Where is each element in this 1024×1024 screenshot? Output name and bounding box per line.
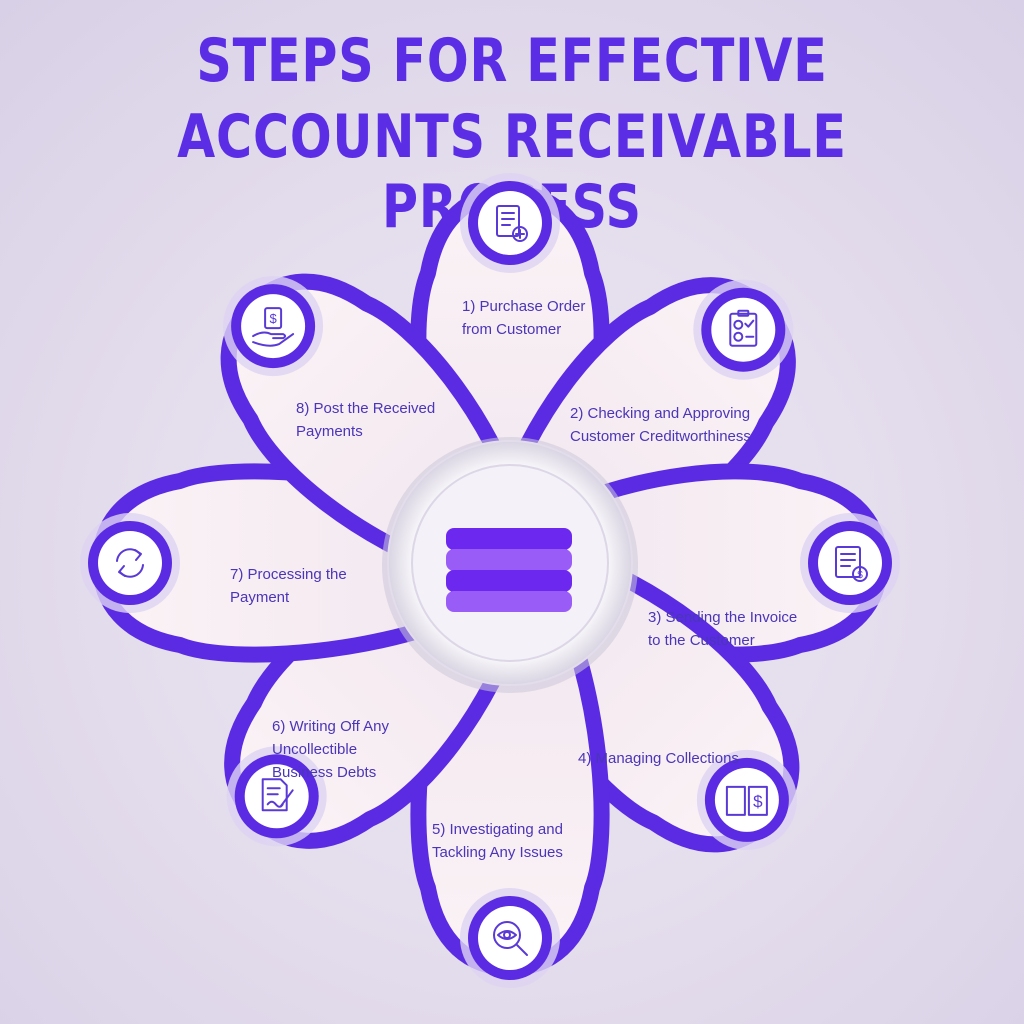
step-4-badge: $ xyxy=(696,749,797,850)
svg-text:$: $ xyxy=(753,792,763,811)
svg-text:$: $ xyxy=(269,311,277,326)
step-7-badge xyxy=(80,513,180,613)
refresh-cycle-icon xyxy=(116,548,144,578)
invoice-icon: $ xyxy=(835,546,868,582)
step-7-label: 7) Processing the Payment xyxy=(230,566,347,606)
step-8-label: 8) Post the Received Payments xyxy=(296,400,436,440)
step-6-label: 6) Writing Off Any Uncollectible Busines… xyxy=(272,718,389,781)
step-1-badge xyxy=(460,173,560,273)
step-8-badge: $ xyxy=(223,276,324,377)
ledger-book-icon: $ xyxy=(725,785,768,816)
document-pen-icon xyxy=(261,778,294,812)
hand-money-icon: $ xyxy=(252,307,295,347)
center-hub xyxy=(382,437,638,693)
step-2-badge xyxy=(693,279,794,380)
purchase-order-icon xyxy=(496,205,528,242)
page-title-line-2: ACCOUNTS RECEIVABLE PROCESS xyxy=(177,102,847,242)
step-2-label: 2) Checking and Approving Customer Credi… xyxy=(570,405,751,445)
step-3-label: 3) Sending the Invoice to the Customer xyxy=(648,609,798,649)
step-6-badge xyxy=(226,746,327,847)
step-4-label: 4) Managing Collections xyxy=(578,750,739,767)
page-title-line-1: STEPS FOR EFFECTIVE xyxy=(196,26,828,96)
step-5-badge xyxy=(460,888,560,988)
credit-check-icon xyxy=(729,309,758,347)
icon-badges-group: $ $ $ xyxy=(80,173,900,988)
stack-layers-icon xyxy=(446,528,572,612)
svg-text:$: $ xyxy=(857,570,863,581)
step-1-label: 1) Purchase Order from Customer xyxy=(462,298,586,338)
magnifier-eye-icon xyxy=(493,921,528,956)
step-5-label: 5) Investigating and Tackling Any Issues xyxy=(432,821,563,861)
step-3-badge: $ xyxy=(800,513,900,613)
